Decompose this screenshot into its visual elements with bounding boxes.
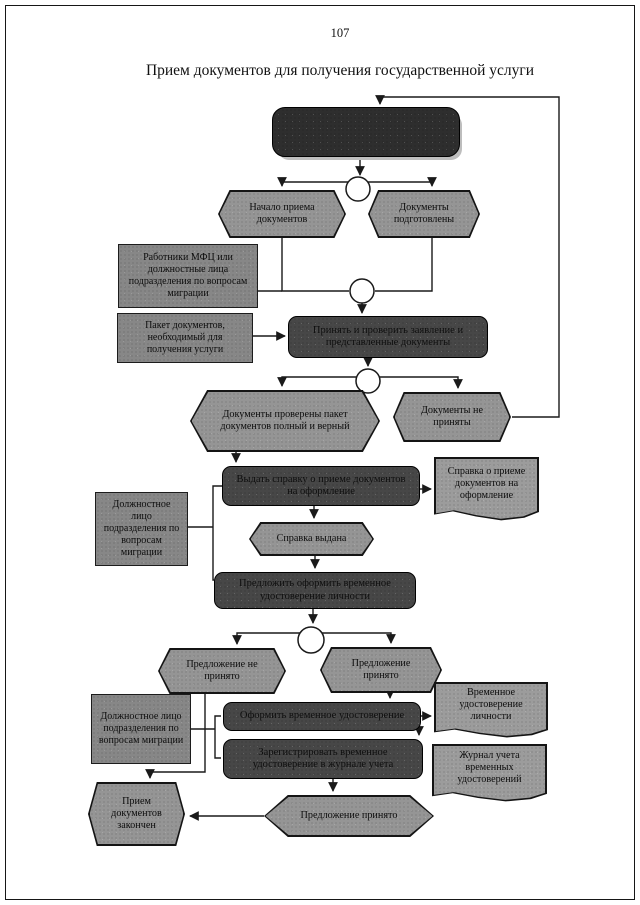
- page-number: 107: [330, 26, 350, 40]
- hexagon-label: Предложение принято: [266, 797, 433, 836]
- document-label: Журнал учета временных удостоверений: [434, 746, 546, 800]
- process-issue-certificate: Выдать справку о приеме документов на оф…: [222, 466, 420, 506]
- hexagon-docs-not-accepted: Документы не приняты: [393, 392, 511, 442]
- data-box-document-package: Пакет документов, необходимый для получе…: [117, 313, 253, 363]
- hexagon-docs-checked: Документы проверены пакет документов пол…: [190, 390, 380, 452]
- data-box-migration-official-1: Должностное лицо подразделения по вопрос…: [95, 492, 188, 566]
- hexagon-offer-accepted-final: Предложение принято: [264, 795, 434, 837]
- flow-start-node: [272, 107, 460, 157]
- hexagon-label: Предложение не принято: [160, 650, 285, 693]
- hexagon-label: Документы не приняты: [395, 394, 510, 441]
- hexagon-label: Начало приема документов: [220, 192, 345, 237]
- connector-circles: [297, 176, 381, 654]
- document-certificate: Справка о приеме документов на оформлени…: [434, 457, 539, 521]
- document-label: Временное удостоверение личности: [436, 684, 547, 736]
- hexagon-reception-finished: Прием документов закончен: [88, 782, 185, 846]
- hexagon-begin-reception: Начало приема документов: [218, 190, 346, 238]
- process-register-temporary-id: Зарегистрировать временное удостоверение…: [223, 739, 423, 779]
- process-accept-and-check: Принять и проверить заявление и представ…: [288, 316, 488, 358]
- data-box-mfc-workers: Работники МФЦ или должностные лица подра…: [118, 244, 258, 308]
- hexagon-offer-accepted: Предложение принято: [320, 647, 442, 693]
- hexagon-label: Справка выдана: [251, 524, 373, 555]
- connector-lines: [145, 95, 560, 821]
- hexagon-label: Прием документов закончен: [90, 784, 184, 845]
- document-temporary-id: Временное удостоверение личности: [434, 682, 548, 738]
- process-offer-temporary-id: Предложить оформить временное удостовере…: [214, 572, 416, 609]
- document-journal: Журнал учета временных удостоверений: [432, 744, 547, 802]
- hexagon-docs-prepared: Документы подготовлены: [368, 190, 480, 238]
- document-label: Справка о приеме документов на оформлени…: [436, 459, 538, 519]
- hexagon-offer-not-accepted: Предложение не принято: [158, 648, 286, 694]
- process-issue-temporary-id: Оформить временное удостоверение: [223, 702, 421, 731]
- hexagon-label: Предложение принято: [322, 649, 441, 692]
- diagram-title: Прием документов для получения государст…: [145, 62, 535, 79]
- data-box-migration-official-2: Должностное лицо подразделения по вопрос…: [91, 694, 191, 764]
- hexagon-label: Документы подготовлены: [370, 192, 479, 237]
- hexagon-certificate-issued: Справка выдана: [249, 522, 374, 556]
- hexagon-label: Документы проверены пакет документов пол…: [192, 392, 379, 451]
